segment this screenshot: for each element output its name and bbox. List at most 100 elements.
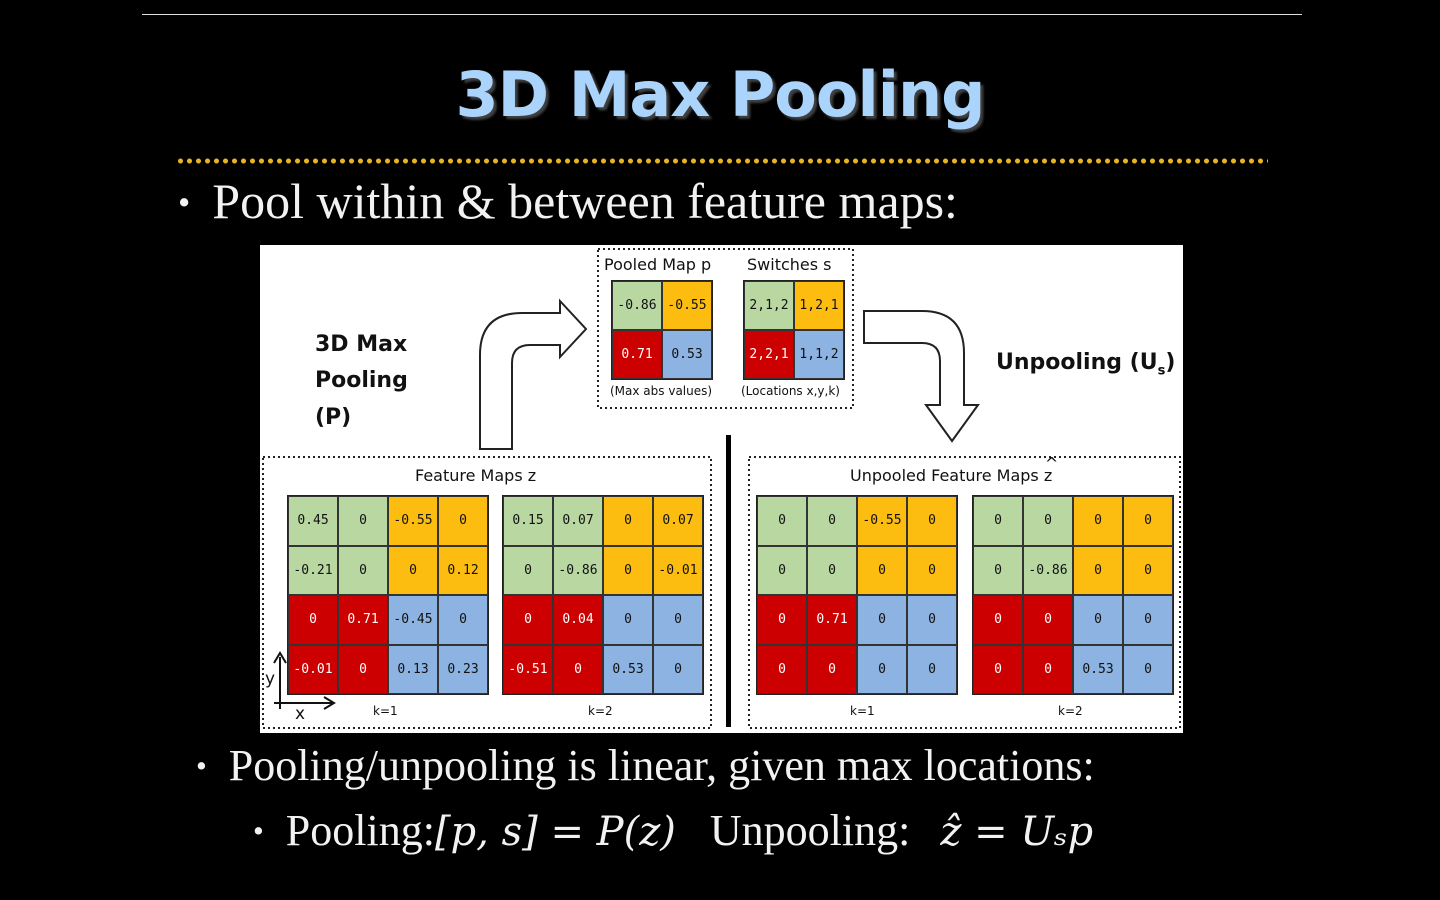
grid-cell: 0.71 [807, 595, 857, 645]
pooled-caption: (Max abs values) [610, 384, 713, 398]
grid-cell: -0.45 [388, 595, 438, 645]
grid-cell: 0.07 [653, 496, 703, 546]
pool-arrow-icon [479, 298, 588, 450]
unpooled-title: Unpooled Feature Maps ^z [850, 454, 1058, 485]
grid-cell: 0 [1073, 595, 1123, 645]
grid-cell: 0 [973, 644, 1023, 694]
grid-cell: 0 [907, 545, 957, 595]
grid-cell: 0 [603, 545, 653, 595]
grid-cell: 0 [388, 545, 438, 595]
pooling-label: Pooling: [285, 806, 435, 855]
grid-cell: 0.53 [603, 644, 653, 694]
grid-cell: 0 [1073, 496, 1123, 546]
unpooling-label: Unpooling: [709, 806, 911, 855]
grid-cell: 0.53 [662, 330, 712, 379]
slide-title: 3D Max Pooling [455, 58, 986, 131]
grid-cell: 1,1,2 [794, 330, 844, 379]
grid-cell: 1,2,1 [794, 281, 844, 330]
grid-cell: 0 [1123, 595, 1173, 645]
grid-cell: -0.51 [503, 644, 553, 694]
grid-cell: 0.15 [503, 496, 553, 546]
grid-cell: 0 [807, 545, 857, 595]
unpooled-title-text: Unpooled Feature Maps [850, 466, 1039, 485]
bullet-pool-within-between: •Pool within & between feature maps: [178, 172, 958, 230]
grid-cell: 0 [857, 595, 907, 645]
bullet-text: Pool within & between feature maps: [212, 173, 958, 229]
grid-cell: 0 [603, 595, 653, 645]
grid-cell: 0 [757, 644, 807, 694]
grid-cell: 0 [757, 545, 807, 595]
grid-cell: 0.23 [438, 644, 488, 694]
grid-cell: 0 [907, 644, 957, 694]
unpooled-var-text: z [1043, 466, 1053, 485]
grid-cell: 0 [857, 644, 907, 694]
grid-cell: 0 [653, 595, 703, 645]
grid-cell: 0 [857, 545, 907, 595]
k2-label-unpooled: k=2 [1058, 704, 1083, 718]
unpooled-title-var: ^z [1043, 454, 1058, 485]
bullet-linear: •Pooling/unpooling is linear, given max … [196, 740, 1095, 791]
grid-cell: 0 [338, 496, 388, 546]
grid-cell: 0 [438, 496, 488, 546]
grid-cell: 0 [1023, 496, 1073, 546]
grid-cell: 0 [1123, 496, 1173, 546]
grid-cell: 2,2,1 [744, 330, 794, 379]
k2-label-feature: k=2 [588, 704, 613, 718]
unpool-arrow-icon [863, 310, 980, 443]
grid-cell: -0.55 [857, 496, 907, 546]
grid-cell: 0 [338, 644, 388, 694]
grid-cell: 0.12 [438, 545, 488, 595]
feature-maps-title: Feature Maps z [415, 466, 537, 485]
grid-cell: 0.07 [553, 496, 603, 546]
grid-cell: -0.01 [653, 545, 703, 595]
grid-cell: 0.71 [612, 330, 662, 379]
grid-cell: 0 [757, 496, 807, 546]
grid-cell: 0 [553, 644, 603, 694]
hat-icon: ^ [1044, 454, 1059, 473]
grid-cell: -0.21 [288, 545, 338, 595]
unpool-label: Unpooling (Us) [996, 345, 1175, 382]
x-axis-arrow-icon [323, 696, 336, 710]
grid-cell: 0 [603, 496, 653, 546]
pooling-equation: [p, s] = P(z) [434, 809, 676, 855]
k1-label-feature: k=1 [373, 704, 398, 718]
unpool-label-sub: s [1157, 363, 1166, 379]
grid-cell: 0.45 [288, 496, 338, 546]
grid-cell: -0.86 [612, 281, 662, 330]
grid-cell: 0 [973, 545, 1023, 595]
separator-bar [726, 435, 731, 727]
grid-cell: 0 [438, 595, 488, 645]
dotted-divider [176, 157, 1268, 165]
unpooled-maps-box [748, 456, 1181, 729]
grid-cell: 0 [1073, 545, 1123, 595]
y-axis-arrow-icon [273, 651, 287, 664]
grid-cell: 0 [807, 644, 857, 694]
k1-label-unpooled: k=1 [850, 704, 875, 718]
grid-cell: -0.86 [1023, 545, 1073, 595]
top-rule [142, 14, 1302, 15]
unpool-label-close: ) [1165, 350, 1176, 375]
grid-cell: 0.13 [388, 644, 438, 694]
grid-cell: 0 [288, 595, 338, 645]
grid-cell: 0 [1123, 545, 1173, 595]
pooled-box [597, 248, 854, 409]
grid-cell: 0 [338, 545, 388, 595]
bullet-text: Pooling/unpooling is linear, given max l… [228, 741, 1095, 790]
grid-cell: 0 [1023, 595, 1073, 645]
switches-title: Switches s [747, 255, 832, 274]
pool-label: 3D Max Pooling (P) [315, 332, 408, 430]
grid-cell: 0 [907, 595, 957, 645]
grid-cell: 2,1,2 [744, 281, 794, 330]
grid-cell: -0.86 [553, 545, 603, 595]
grid-cell: -0.01 [288, 644, 338, 694]
grid-cell: 0 [807, 496, 857, 546]
grid-cell: -0.55 [662, 281, 712, 330]
grid-cell: 0 [907, 496, 957, 546]
y-axis-label: y [265, 669, 276, 689]
